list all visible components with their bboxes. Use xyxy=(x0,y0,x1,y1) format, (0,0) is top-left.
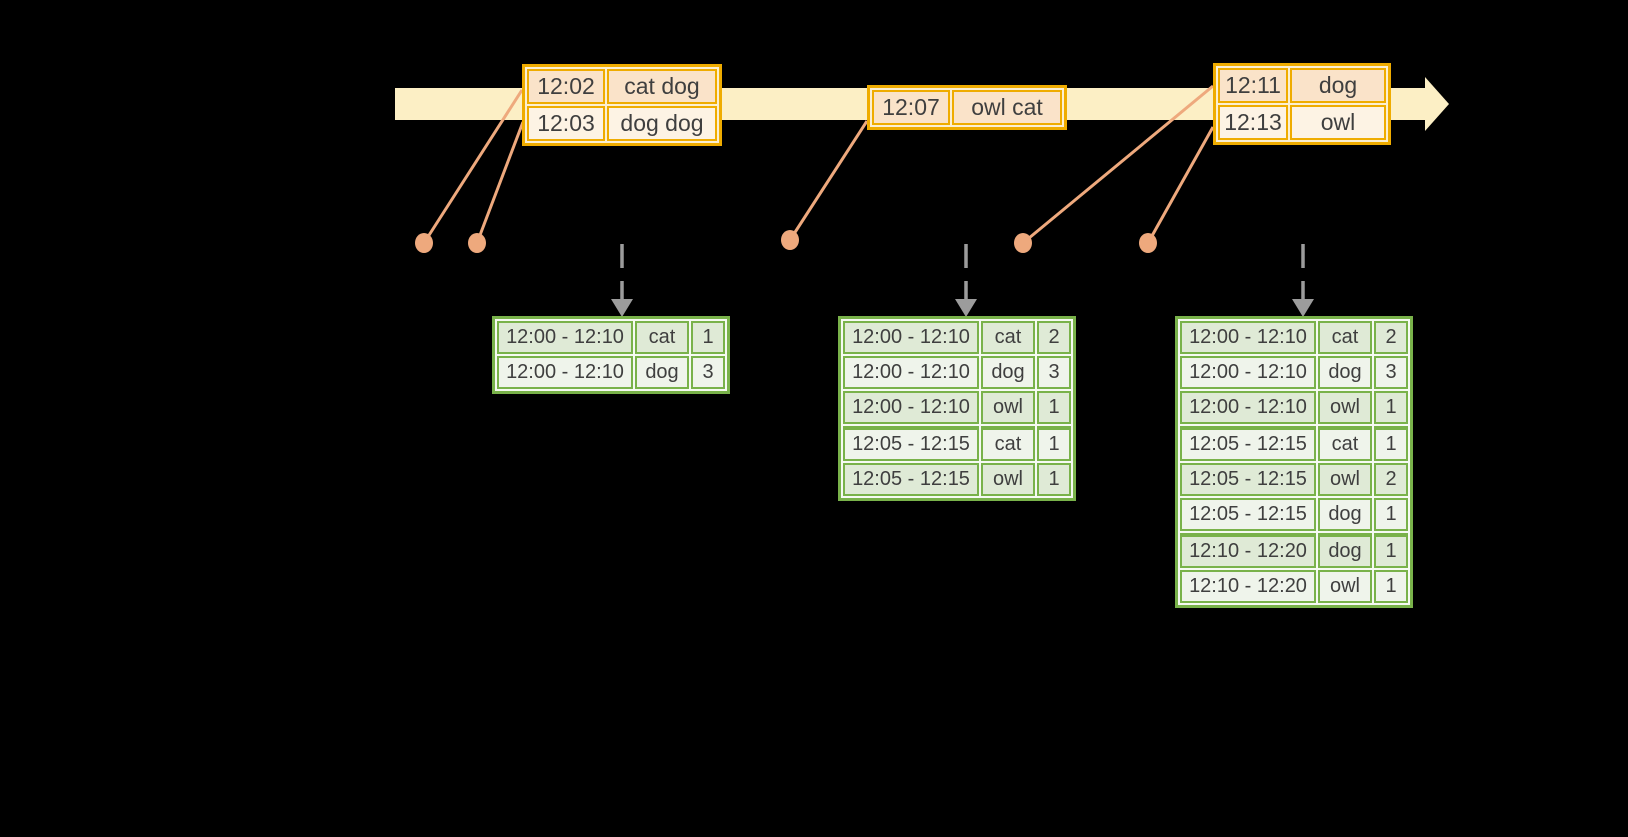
window-cell: 12:00 - 12:10 xyxy=(497,321,633,354)
event-dot-icon xyxy=(1139,233,1157,253)
word-cell: cat xyxy=(1318,426,1372,461)
event-connector-line xyxy=(1022,84,1214,245)
word-cell: dog xyxy=(981,356,1035,389)
word-cell: owl xyxy=(1318,570,1372,603)
table-row: 12:00 - 12:10 cat 2 xyxy=(843,321,1071,354)
word-cell: cat xyxy=(981,321,1035,354)
word-cell: owl xyxy=(981,391,1035,424)
window-cell: 12:00 - 12:10 xyxy=(1180,356,1316,389)
table-row: 12:00 - 12:10 owl 1 xyxy=(843,391,1071,424)
table-row: 12:13 owl xyxy=(1218,105,1386,140)
event-dot-icon xyxy=(415,233,433,253)
result-table-3: 12:00 - 12:10 cat 2 12:00 - 12:10 dog 3 … xyxy=(1175,316,1413,608)
window-cell: 12:00 - 12:10 xyxy=(1180,321,1316,354)
count-cell: 2 xyxy=(1374,463,1408,496)
window-cell: 12:00 - 12:10 xyxy=(843,391,979,424)
event-dot-icon xyxy=(781,230,799,250)
table-row: 12:03 dog dog xyxy=(527,106,717,141)
count-cell: 3 xyxy=(1037,356,1071,389)
table-row: 12:00 - 12:10 cat 1 xyxy=(497,321,725,354)
word-cell: dog xyxy=(635,356,689,389)
word-cell: dog xyxy=(1318,533,1372,568)
table-row: 12:05 - 12:15 dog 1 xyxy=(1180,498,1408,531)
table-row: 12:00 - 12:10 owl 1 xyxy=(1180,391,1408,424)
window-cell: 12:05 - 12:15 xyxy=(1180,463,1316,496)
event-words-cell: owl cat xyxy=(952,90,1062,125)
table-row: 12:00 - 12:10 cat 2 xyxy=(1180,321,1408,354)
window-cell: 12:05 - 12:15 xyxy=(1180,426,1316,461)
event-dot-icon xyxy=(468,233,486,253)
window-cell: 12:00 - 12:10 xyxy=(1180,391,1316,424)
event-time-cell: 12:11 xyxy=(1218,68,1288,103)
table-row: 12:00 - 12:10 dog 3 xyxy=(497,356,725,389)
word-cell: owl xyxy=(1318,391,1372,424)
count-cell: 1 xyxy=(1374,498,1408,531)
trigger-arrowhead-icon xyxy=(1292,299,1314,317)
event-time-cell: 12:02 xyxy=(527,69,605,104)
timeline-arrowhead-icon xyxy=(1425,77,1449,131)
event-table-1: 12:02 cat dog 12:03 dog dog xyxy=(522,64,722,146)
event-words-cell: cat dog xyxy=(607,69,717,104)
count-cell: 1 xyxy=(1037,463,1071,496)
word-cell: dog xyxy=(1318,498,1372,531)
window-cell: 12:05 - 12:15 xyxy=(843,426,979,461)
word-cell: cat xyxy=(635,321,689,354)
event-connector-line xyxy=(422,89,524,244)
event-connector-line xyxy=(788,120,869,241)
table-row: 12:05 - 12:15 owl 2 xyxy=(1180,463,1408,496)
table-row: 12:00 - 12:10 dog 3 xyxy=(1180,356,1408,389)
event-time-cell: 12:13 xyxy=(1218,105,1288,140)
trigger-arrowhead-icon xyxy=(955,299,977,317)
event-time-cell: 12:07 xyxy=(872,90,950,125)
event-words-cell: owl xyxy=(1290,105,1386,140)
count-cell: 2 xyxy=(1374,321,1408,354)
table-row: 12:10 - 12:20 dog 1 xyxy=(1180,533,1408,568)
count-cell: 1 xyxy=(1374,570,1408,603)
window-cell: 12:00 - 12:10 xyxy=(497,356,633,389)
count-cell: 1 xyxy=(1374,391,1408,424)
count-cell: 3 xyxy=(1374,356,1408,389)
window-cell: 12:10 - 12:20 xyxy=(1180,533,1316,568)
count-cell: 3 xyxy=(691,356,725,389)
result-table-1: 12:00 - 12:10 cat 1 12:00 - 12:10 dog 3 xyxy=(492,316,730,394)
window-cell: 12:00 - 12:10 xyxy=(843,321,979,354)
count-cell: 1 xyxy=(691,321,725,354)
table-row: 12:02 cat dog xyxy=(527,69,717,104)
word-cell: cat xyxy=(1318,321,1372,354)
count-cell: 1 xyxy=(1374,533,1408,568)
event-time-cell: 12:03 xyxy=(527,106,605,141)
word-cell: dog xyxy=(1318,356,1372,389)
word-cell: owl xyxy=(981,463,1035,496)
table-row: 12:11 dog xyxy=(1218,68,1386,103)
count-cell: 1 xyxy=(1374,426,1408,461)
count-cell: 1 xyxy=(1037,426,1071,461)
trigger-arrowhead-icon xyxy=(611,299,633,317)
table-row: 12:07 owl cat xyxy=(872,90,1062,125)
event-table-3: 12:11 dog 12:13 owl xyxy=(1213,63,1391,145)
word-cell: cat xyxy=(981,426,1035,461)
window-cell: 12:10 - 12:20 xyxy=(1180,570,1316,603)
count-cell: 1 xyxy=(1037,391,1071,424)
table-row: 12:05 - 12:15 cat 1 xyxy=(1180,426,1408,461)
count-cell: 2 xyxy=(1037,321,1071,354)
event-dot-icon xyxy=(1014,233,1032,253)
window-cell: 12:05 - 12:15 xyxy=(1180,498,1316,531)
event-words-cell: dog dog xyxy=(607,106,717,141)
event-connector-line xyxy=(1146,126,1215,244)
table-row: 12:10 - 12:20 owl 1 xyxy=(1180,570,1408,603)
result-table-2: 12:00 - 12:10 cat 2 12:00 - 12:10 dog 3 … xyxy=(838,316,1076,501)
table-row: 12:05 - 12:15 owl 1 xyxy=(843,463,1071,496)
table-row: 12:05 - 12:15 cat 1 xyxy=(843,426,1071,461)
table-row: 12:00 - 12:10 dog 3 xyxy=(843,356,1071,389)
word-cell: owl xyxy=(1318,463,1372,496)
event-words-cell: dog xyxy=(1290,68,1386,103)
event-connector-line xyxy=(475,121,525,244)
event-table-2: 12:07 owl cat xyxy=(867,85,1067,130)
window-cell: 12:00 - 12:10 xyxy=(843,356,979,389)
window-cell: 12:05 - 12:15 xyxy=(843,463,979,496)
